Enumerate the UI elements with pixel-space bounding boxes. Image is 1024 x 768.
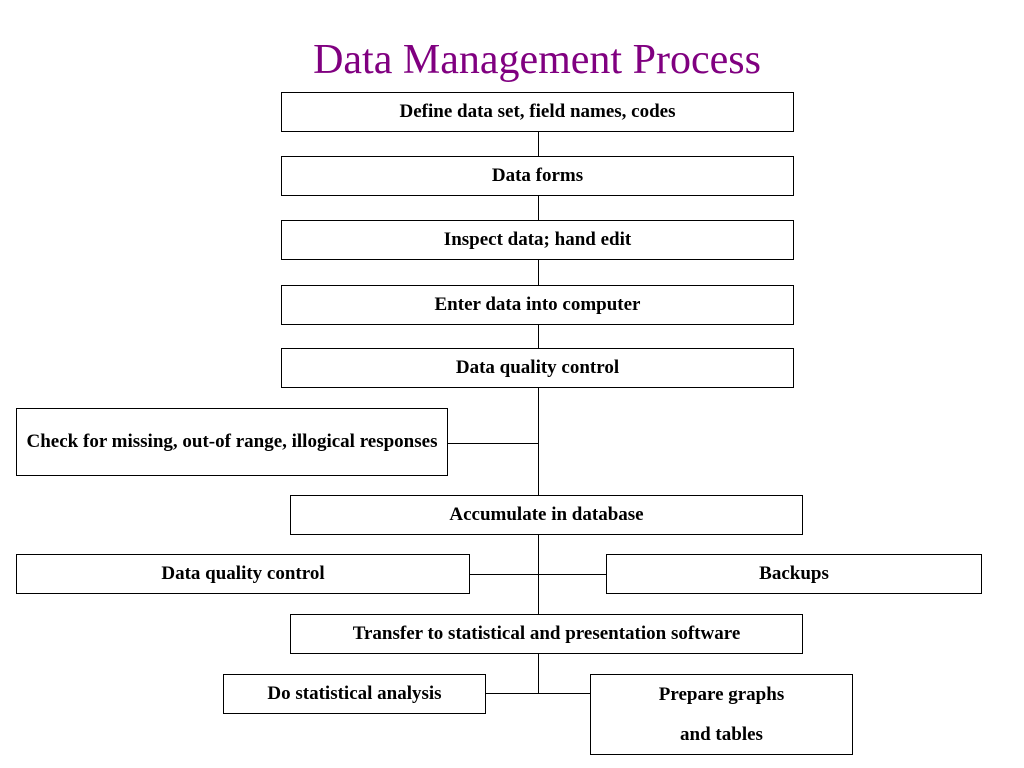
step-label: Accumulate in database (449, 504, 644, 525)
step-label: Backups (759, 563, 829, 584)
step-statistical-analysis: Do statistical analysis (223, 674, 486, 714)
step-label: Transfer to statistical and presentation… (352, 623, 741, 644)
step-accumulate-database: Accumulate in database (290, 495, 803, 535)
step-enter-data: Enter data into computer (281, 285, 794, 325)
step-label: Data forms (491, 165, 584, 186)
step-label-line-2: and tables (680, 723, 763, 745)
connector (538, 260, 539, 285)
connector (538, 325, 539, 348)
connector (538, 654, 539, 694)
step-label-line-1: Prepare graphs (658, 683, 785, 705)
step-label: Data quality control (161, 563, 325, 584)
step-data-quality-control-1: Data quality control (281, 348, 794, 388)
step-data-quality-control-2: Data quality control (16, 554, 470, 594)
connector (538, 196, 539, 220)
page-title: Data Management Process (313, 37, 761, 83)
step-prepare-graphs: Prepare graphs and tables (590, 674, 853, 755)
step-label: Do statistical analysis (267, 683, 442, 704)
connector (538, 388, 539, 495)
step-label: Data quality control (455, 357, 620, 378)
step-define-data-set: Define data set, field names, codes (281, 92, 794, 132)
step-inspect-data: Inspect data; hand edit (281, 220, 794, 260)
step-label: Check for missing, out-of range, illogic… (26, 431, 438, 452)
step-label: Enter data into computer (434, 294, 641, 315)
step-label: Inspect data; hand edit (443, 229, 632, 250)
connector (538, 132, 539, 156)
step-data-forms: Data forms (281, 156, 794, 196)
connector (448, 443, 539, 444)
step-check-missing: Check for missing, out-of range, illogic… (16, 408, 448, 476)
step-backups: Backups (606, 554, 982, 594)
connector (470, 574, 607, 575)
connector (486, 693, 591, 694)
step-label: Define data set, field names, codes (399, 101, 676, 122)
step-transfer-software: Transfer to statistical and presentation… (290, 614, 803, 654)
